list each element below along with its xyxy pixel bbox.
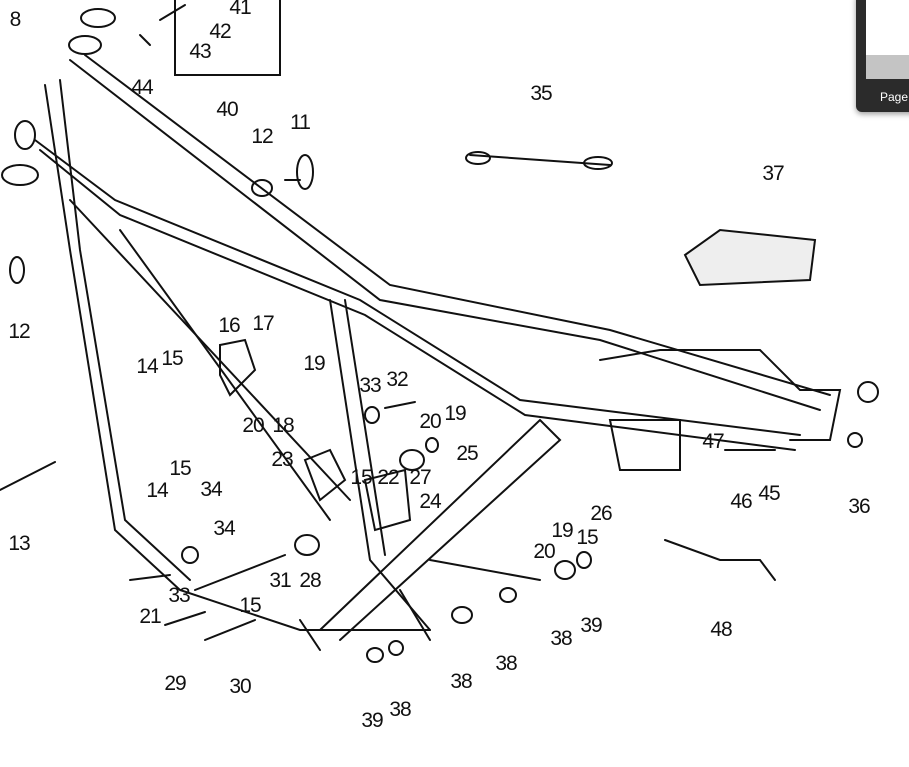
part-label: 15: [161, 347, 183, 370]
part-label: 35: [530, 82, 552, 105]
part-label: 33: [359, 374, 381, 397]
part-label: 13: [8, 532, 30, 555]
part-label: 30: [229, 675, 251, 698]
part-label: 22: [377, 466, 399, 489]
thumbnail-label: Page: [880, 90, 909, 104]
part-label: 28: [299, 569, 321, 592]
part-label: 43: [189, 40, 211, 63]
part-label: 20: [419, 410, 441, 433]
part-label: 17: [252, 312, 274, 335]
part-label: 12: [8, 320, 30, 343]
part-label: 20: [533, 540, 555, 563]
part-label: 25: [456, 442, 478, 465]
frame-tubes: [34, 54, 842, 651]
part-label: 31: [269, 569, 291, 592]
part-label: 32: [386, 368, 408, 391]
part-label: 8: [9, 8, 22, 31]
part-label: 19: [551, 519, 573, 542]
part-label: 20: [242, 414, 264, 437]
part-label: 34: [213, 517, 235, 540]
page-thumbnail[interactable]: [866, 0, 909, 55]
part-label: 38: [450, 670, 472, 693]
part-label: 33: [168, 584, 190, 607]
part-label: 48: [710, 618, 732, 641]
part-label: 42: [209, 20, 231, 43]
small-parts: [0, 0, 879, 663]
part-label: 40: [216, 98, 238, 121]
part-label: 41: [229, 0, 251, 19]
part-label: 38: [550, 627, 572, 650]
part-label: 36: [848, 495, 870, 518]
part-label: 27: [409, 466, 431, 489]
part-label: 19: [444, 402, 466, 425]
part-label: 29: [164, 672, 186, 695]
part-label: 26: [590, 502, 612, 525]
part-label: 23: [271, 448, 293, 471]
part-label: 21: [139, 605, 161, 628]
part-label: 34: [200, 478, 222, 501]
part-label: 16: [218, 314, 240, 337]
part-label: 44: [131, 76, 153, 99]
part-label: 14: [136, 355, 158, 378]
thumbnail-placeholder: [866, 55, 909, 79]
page-thumbnail-panel[interactable]: Page: [856, 0, 909, 112]
part-label: 37: [762, 162, 784, 185]
part-label: 38: [495, 652, 517, 675]
part-label: 19: [303, 352, 325, 375]
part-label: 11: [290, 111, 311, 134]
part-label: 47: [702, 430, 724, 453]
part-label: 15: [169, 457, 191, 480]
part-label: 39: [361, 709, 383, 732]
part-label: 38: [389, 698, 411, 721]
part-label: 45: [758, 482, 780, 505]
part-label: 46: [730, 490, 752, 513]
part-label: 15: [350, 466, 372, 489]
part-label: 15: [239, 594, 261, 617]
head-tube-parts: [1, 8, 116, 284]
part-label: 18: [272, 414, 294, 437]
part-label: 14: [146, 479, 168, 502]
part-label: 15: [576, 526, 598, 549]
part-label: 12: [251, 125, 273, 148]
part-label: 39: [580, 614, 602, 637]
part-label: 24: [419, 490, 441, 513]
